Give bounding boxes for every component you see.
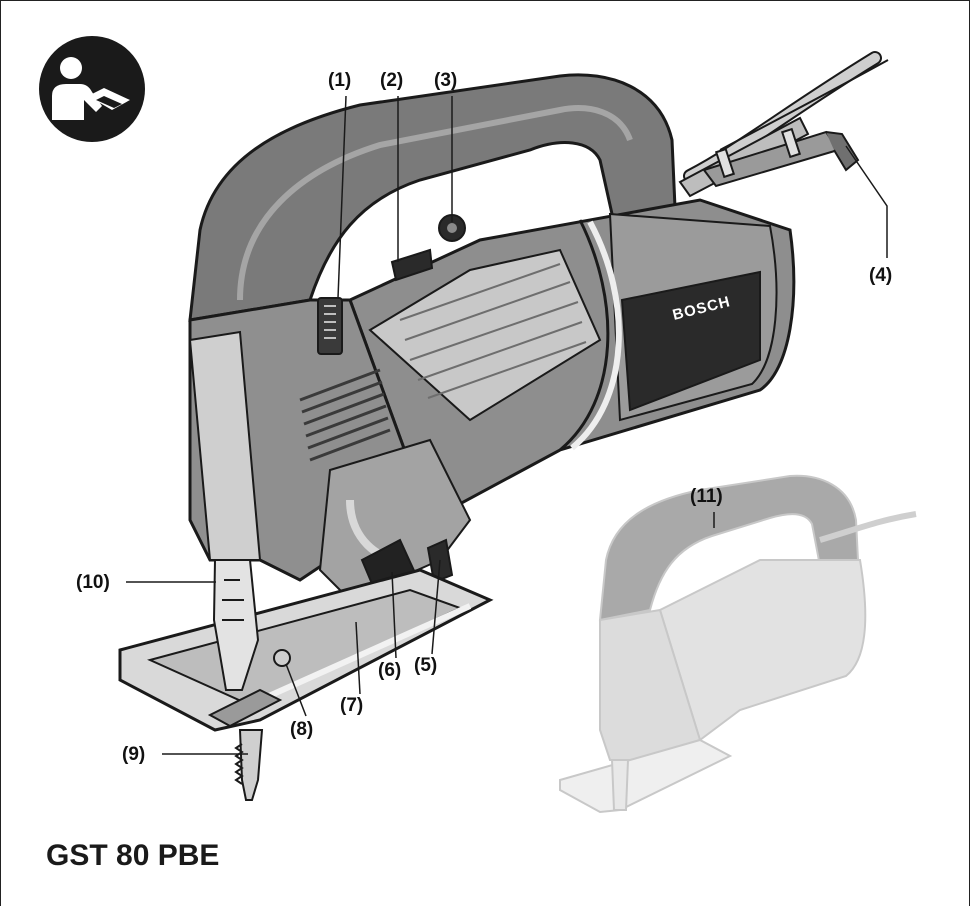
callout-2: (2)	[380, 70, 404, 91]
callout-9: (9)	[122, 744, 146, 765]
blade-assembly	[212, 559, 291, 801]
callout-7: (7)	[340, 695, 364, 716]
callout-8: (8)	[290, 719, 314, 740]
callout-11: (11)	[690, 486, 723, 507]
base-plate	[118, 568, 494, 732]
callout-4: (4)	[869, 265, 893, 286]
callout-1: (1)	[328, 70, 352, 91]
allen-key	[702, 127, 860, 188]
callout-3: (3)	[434, 70, 458, 91]
leader-lines	[126, 95, 888, 755]
read-manual-icon	[39, 36, 145, 142]
model-title: GST 80 PBE	[46, 839, 220, 872]
callout-6: (6)	[378, 660, 402, 681]
jigsaw-housing	[188, 73, 796, 602]
ghost-jigsaw	[559, 474, 917, 814]
callout-5: (5)	[414, 655, 438, 676]
callout-10: (10)	[76, 572, 110, 593]
